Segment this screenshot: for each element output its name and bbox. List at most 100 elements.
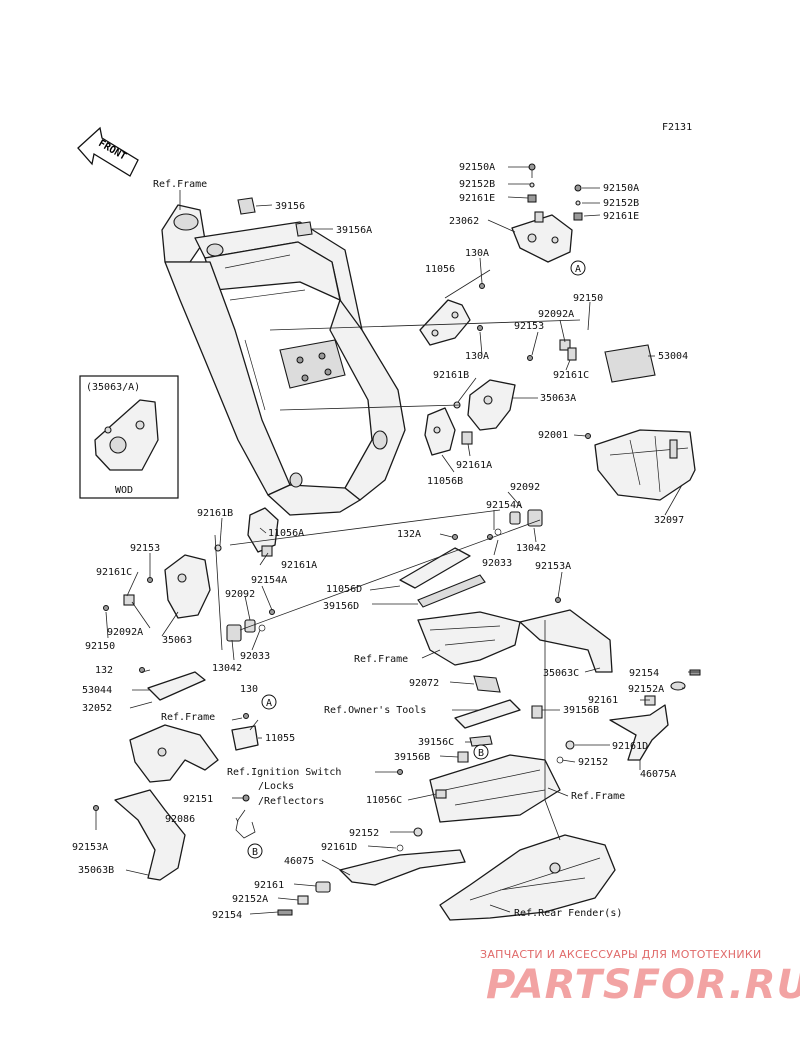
svg-text:B: B xyxy=(478,748,484,759)
label-92161c-l: 92161C xyxy=(96,567,132,578)
pad-39156c xyxy=(469,735,493,747)
label-92001: 92001 xyxy=(538,430,568,441)
label-53044: 53044 xyxy=(82,685,112,696)
label-92092a-r: 92092A xyxy=(538,309,574,320)
callout-b-lower: B xyxy=(247,843,263,859)
label-92161-r: 92161 xyxy=(588,695,618,706)
label-92161a-l: 92161A xyxy=(281,560,317,571)
callout-b-upper: B xyxy=(473,744,489,760)
label-11056d: 11056D xyxy=(326,584,362,595)
heel-guard-35063b xyxy=(93,789,186,881)
label-92152a-l: 92152A xyxy=(232,894,268,905)
svg-text:B: B xyxy=(252,847,258,858)
label-35063b: 35063B xyxy=(78,865,114,876)
label-92152-l: 92152 xyxy=(349,828,379,839)
callout-a-lower: A xyxy=(261,694,277,710)
strip-11056d xyxy=(399,547,471,589)
leader-lines xyxy=(95,166,700,915)
label-92161b-r: 92161B xyxy=(433,370,469,381)
label-92153-l: 92153 xyxy=(130,543,160,554)
label-92092-l: 92092 xyxy=(225,589,255,600)
label-92161d-l: 92161D xyxy=(321,842,357,853)
rear-tray-11056c xyxy=(429,754,561,823)
label-92161b-l: 92161B xyxy=(197,508,233,519)
label-11056c: 11056C xyxy=(366,795,402,806)
svg-text:A: A xyxy=(575,264,581,275)
front-arrow-icon: FRONT xyxy=(77,126,139,177)
watermark-subtitle: ЗАПЧАСТИ И АКСЕССУАРЫ ДЛЯ МОТОТЕХНИКИ xyxy=(480,948,762,961)
helmet-cable-92086 xyxy=(235,794,256,839)
bracket-32052 xyxy=(139,667,206,701)
plate-11055 xyxy=(231,713,259,751)
label-92152b-2: 92152B xyxy=(603,198,639,209)
label-ref-locks: /Locks xyxy=(258,781,294,792)
bracket-35063a xyxy=(453,339,577,445)
footpeg-46075 xyxy=(277,827,466,916)
label-92086: 92086 xyxy=(165,814,195,825)
label-ref-rear-fender: Ref.Rear Fender(s) xyxy=(514,908,622,919)
label-35063a: 35063A xyxy=(540,393,576,404)
label-39156d: 39156D xyxy=(323,601,359,612)
bracket-35063 xyxy=(103,554,211,619)
pad-39156b xyxy=(457,705,543,763)
label-92154-r: 92154 xyxy=(629,668,659,679)
label-11056: 11056 xyxy=(425,264,455,275)
label-92151: 92151 xyxy=(183,794,213,805)
label-53004 xyxy=(604,344,656,383)
rear-fender xyxy=(439,834,616,921)
inset-title: (35063/A) xyxy=(86,382,140,393)
label-ref-owners-tools: Ref.Owner's Tools xyxy=(324,705,426,716)
label-11055: 11055 xyxy=(265,733,295,744)
label-53004: 53004 xyxy=(658,351,688,362)
battery-case-32097 xyxy=(585,429,696,501)
inset-caption: WOD xyxy=(115,485,133,496)
label-11056b: 11056B xyxy=(427,476,463,487)
label-46075a: 46075A xyxy=(640,769,676,780)
strap-92072 xyxy=(473,675,501,693)
label-92092a-l: 92092A xyxy=(107,627,143,638)
label-32052: 32052 xyxy=(82,703,112,714)
label-11056a: 11056A xyxy=(268,528,304,539)
label-92154a-r: 92154A xyxy=(486,500,522,511)
watermark-brand-logo: PARTSFOR.RU xyxy=(486,962,800,1008)
main-frame xyxy=(161,204,406,516)
label-92154a-l: 92154A xyxy=(251,575,287,586)
label-39156c: 39156C xyxy=(418,737,454,748)
label-92153a-r: 92153A xyxy=(535,561,571,572)
label-ref-frame-left: Ref.Frame xyxy=(161,712,215,723)
label-92154-l: 92154 xyxy=(212,910,242,921)
label-130: 130 xyxy=(240,684,258,695)
label-46075: 46075 xyxy=(284,856,314,867)
strip-39156d xyxy=(417,574,486,608)
label-ref-frame-mid: Ref.Frame xyxy=(354,654,408,665)
bolt-group-upper xyxy=(527,163,583,221)
rubber-pad-39156a xyxy=(295,221,313,237)
label-92152b-1: 92152B xyxy=(459,179,495,190)
label-92161a-r: 92161A xyxy=(456,460,492,471)
label-92150a-1: 92150A xyxy=(459,162,495,173)
label-92033-l: 92033 xyxy=(240,651,270,662)
label-132a: 132A xyxy=(397,529,421,540)
bracket-23062 xyxy=(511,211,573,263)
label-ref-frame-low: Ref.Frame xyxy=(571,791,625,802)
label-130a-1: 130A xyxy=(465,248,489,259)
label-35063c: 35063C xyxy=(543,668,579,679)
label-92161c-r: 92161C xyxy=(553,370,589,381)
label-92153a-l: 92153A xyxy=(72,842,108,853)
label-ref-ignition: Ref.Ignition Switch xyxy=(227,767,341,778)
label-32097: 32097 xyxy=(654,515,684,526)
footpeg-46075a xyxy=(556,669,701,764)
label-92150a-2: 92150A xyxy=(603,183,639,194)
label-92161e-2: 92161E xyxy=(603,211,639,222)
rear-subframe xyxy=(417,609,613,673)
collar-group-left xyxy=(226,609,275,642)
label-39156a: 39156A xyxy=(336,225,372,236)
label-92153-r: 92153 xyxy=(514,321,544,332)
bracket-11056b xyxy=(424,407,456,456)
label-92150-l: 92150 xyxy=(85,641,115,652)
label-92152a-r: 92152A xyxy=(628,684,664,695)
label-92033-r: 92033 xyxy=(482,558,512,569)
owners-tools xyxy=(454,699,521,729)
label-92161-l: 92161 xyxy=(254,880,284,891)
part-labels: Ref.Frame 39156 39156A 92150A 92152B 921… xyxy=(72,162,688,921)
